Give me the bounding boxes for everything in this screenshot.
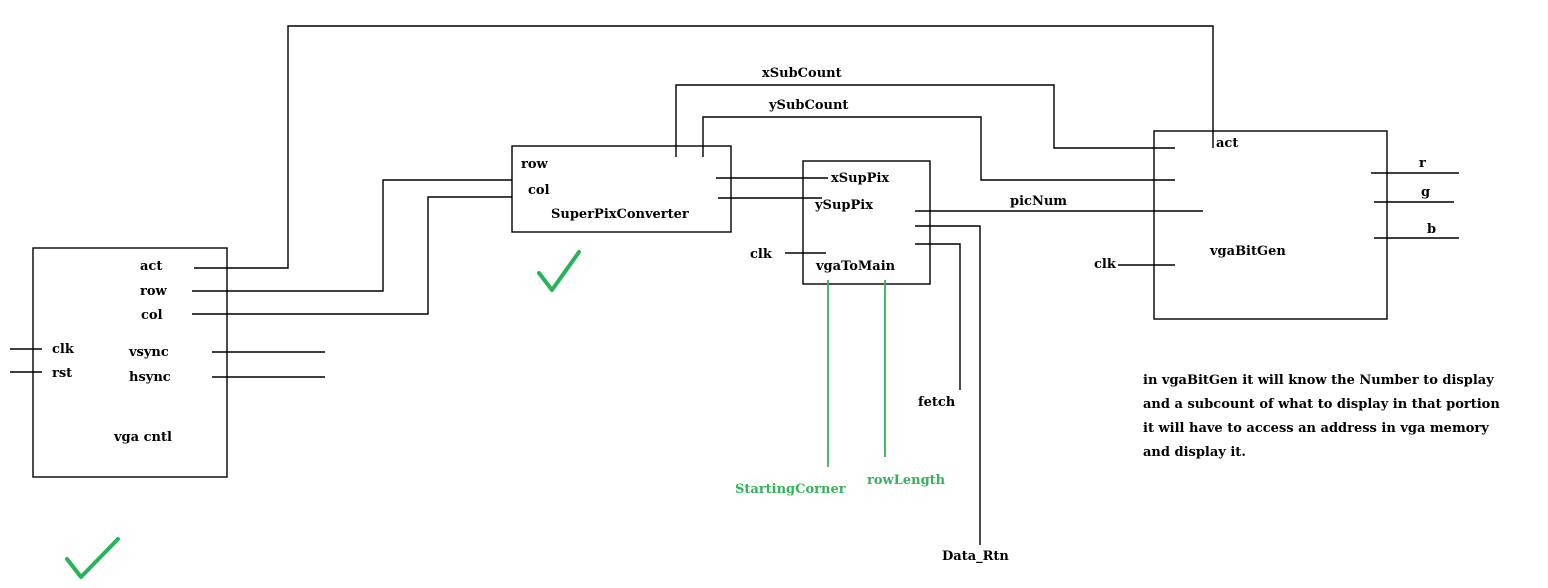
checkmark-icon [537,250,581,292]
xsubcount-label: xSubCount [762,66,842,81]
vga-cntl-name-label: vga cntl [113,430,172,445]
picnum-label: picNum [1010,194,1067,209]
vgabitgen-act-label: act [1216,136,1238,151]
fetch-wire [915,243,961,390]
superpix-name-label: SuperPixConverter [551,207,689,222]
ysubcount-label: ySubCount [768,98,848,113]
vgabitgen-clk-label: clk [1094,257,1117,272]
vga-cntl-vsync-label: vsync [128,345,169,360]
data-rtn-label: Data_Rtn [942,549,1009,564]
vgabitgen-block [1153,130,1388,320]
starting-corner-label: StartingCorner [735,482,846,497]
vgatomain-block [802,160,931,285]
ysubcount-wire [702,116,1175,181]
fetch-label: fetch [918,395,956,410]
vgabitgen-b-label: b [1427,222,1436,237]
vgabitgen-g-label: g [1421,185,1430,200]
vgatomain-ysuppix-label: ySupPix [814,198,873,213]
note-line-4: and display it. [1143,445,1246,460]
xsubcount-wire [675,84,1175,157]
vga-cntl-act-label: act [140,259,162,274]
row-length-label: rowLength [867,473,946,488]
vga-cntl-block [32,247,228,478]
data-rtn-wire [915,225,981,545]
row-wire [192,179,512,292]
vga-cntl-hsync-label: hsync [129,370,171,385]
act-wire [194,25,1214,269]
superpix-col-label: col [528,183,550,198]
vgatomain-xsuppix-label: xSupPix [831,171,889,186]
note-line-1: in vgaBitGen it will know the Number to … [1143,373,1494,388]
superpix-converter-block [511,145,732,233]
vga-cntl-rst-label: rst [52,366,72,381]
note-line-3: it will have to access an address in vga… [1143,421,1489,436]
vgatomain-clk-label: clk [750,247,773,262]
col-wire [192,196,512,315]
vga-cntl-clk-label: clk [52,342,75,357]
checkmark-icon [65,537,120,579]
note-line-2: and a subcount of what to display in tha… [1143,397,1500,412]
vgatomain-name-label: vgaToMain [815,259,896,274]
vga-cntl-col-label: col [141,308,163,323]
superpix-row-label: row [521,157,549,172]
vga-cntl-row-label: row [140,284,168,299]
vgabitgen-r-label: r [1419,156,1426,171]
vgabitgen-name-label: vgaBitGen [1209,244,1286,259]
